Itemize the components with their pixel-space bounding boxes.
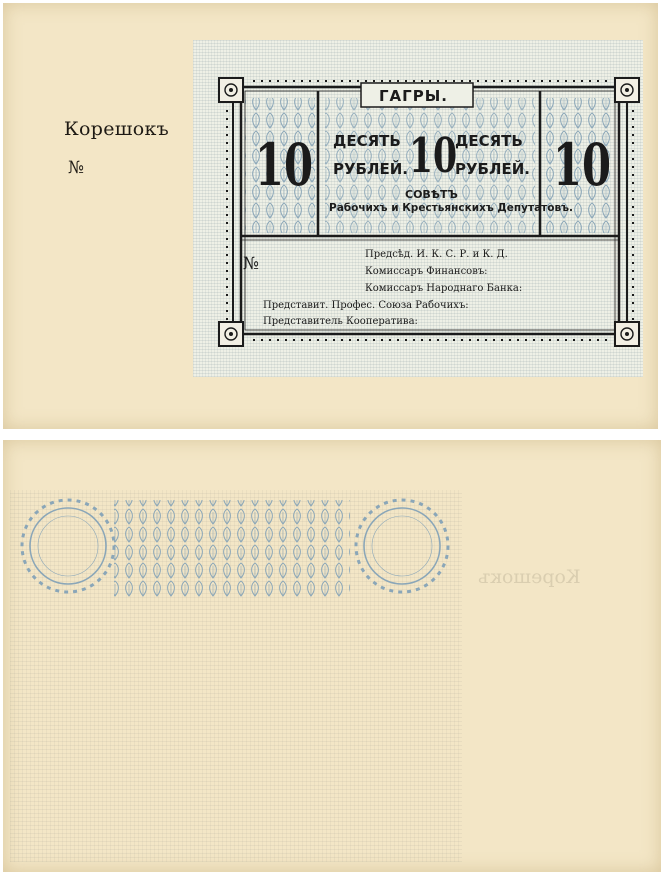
signature-line-2: Комиссаръ Финансовъ: bbox=[365, 266, 488, 277]
back-ornament bbox=[20, 498, 450, 598]
right-wreath bbox=[354, 498, 450, 594]
numeral-left: 10 bbox=[255, 131, 314, 199]
stub-number-sign: № bbox=[68, 158, 85, 178]
signature-line-5: Представитель Кооператива: bbox=[263, 316, 418, 327]
corner-rosette-tr bbox=[614, 77, 640, 103]
currency-word-left: РУБЛЕЙ. bbox=[333, 160, 408, 178]
show-through-stub-label: Корешокъ bbox=[478, 566, 581, 588]
signature-line-3: Комиссаръ Народнаго Банка: bbox=[365, 283, 523, 294]
right-guilloche bbox=[543, 98, 615, 233]
center-guilloche bbox=[325, 98, 535, 233]
denomination-word-right: ДЕСЯТЬ bbox=[455, 132, 523, 150]
currency-word-right: РУБЛЕЙ. bbox=[455, 160, 530, 178]
numeral-center: 10 bbox=[409, 128, 458, 184]
council-subtitle: Рабочихъ и Крестьянскихъ Депутатовъ. bbox=[329, 202, 573, 214]
banknote-frame bbox=[218, 77, 640, 347]
corner-rosette-bl bbox=[218, 321, 244, 347]
signature-line-1: Предсѣд. И. К. С. Р. и К. Д. bbox=[365, 249, 508, 260]
place-title: ГАГРЫ. bbox=[379, 87, 448, 105]
stub-label: Корешокъ bbox=[64, 118, 170, 140]
back-center-guilloche bbox=[114, 500, 350, 598]
corner-rosette-tl bbox=[218, 77, 244, 103]
left-guilloche bbox=[245, 98, 315, 233]
left-wreath bbox=[20, 498, 116, 594]
signature-line-4: Представит. Профес. Союза Рабочихъ: bbox=[263, 300, 469, 311]
banknote-panel: ГАГРЫ. 10 10 10 ДЕСЯТЬ РУБЛЕЙ. ДЕСЯТЬ РУ… bbox=[193, 40, 643, 377]
council-title: СОВѢТЪ bbox=[405, 188, 458, 201]
numeral-right: 10 bbox=[553, 131, 612, 199]
serial-number-sign: № bbox=[243, 254, 260, 274]
title-cartouche bbox=[360, 82, 474, 108]
denomination-word-left: ДЕСЯТЬ bbox=[333, 132, 401, 150]
corner-rosette-br bbox=[614, 321, 640, 347]
